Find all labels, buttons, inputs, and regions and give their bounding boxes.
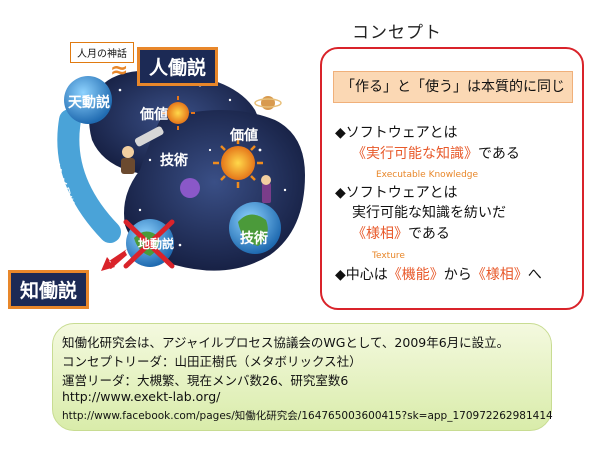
bullet-2-line3: 《様相》である — [352, 225, 450, 243]
bullet-2-suffix: である — [408, 226, 450, 242]
cosmos-illustration: 人月の神話 ≈ 人働説 知働説 天動説 価値 価値 技術 技術 地動説 コペルニ… — [0, 0, 330, 315]
facebook-link[interactable]: http://www.facebook.com/pages/知働化研究会/164… — [62, 410, 553, 422]
mythical-man-month-label: 人月の神話 — [70, 42, 134, 63]
human-work-theory-label: 人働説 — [137, 47, 219, 86]
website-link[interactable]: http://www.exekt-lab.org/ — [62, 389, 221, 404]
tech-label-1: 技術 — [160, 153, 188, 169]
function-term: 《機能》 — [387, 267, 444, 283]
copernicus-arc — [57, 109, 121, 243]
value-label-2: 価値 — [230, 128, 258, 144]
bullet-3-suffix: へ — [527, 267, 542, 283]
bullet-3-prefix: ◆中心は — [335, 267, 388, 283]
cosmos-graphic — [57, 70, 305, 271]
red-cross — [123, 219, 175, 269]
info-box — [52, 323, 552, 431]
big-sun — [213, 138, 263, 188]
executable-knowledge-en: Executable Knowledge — [376, 170, 479, 180]
purple-planet — [180, 178, 200, 198]
telescope-figure — [121, 126, 164, 174]
knowledge-work-theory-label: 知働説 — [8, 270, 90, 309]
concept-title: コンセプト — [352, 23, 442, 43]
value-label-1: 価値 — [140, 107, 168, 123]
info-concept-leader: コンセプトリーダ：山田正樹氏（メタボリックス社） — [62, 354, 362, 369]
executable-knowledge-term: 《実行可能な知識》 — [352, 146, 478, 162]
bullet-2-line2: 実行可能な知識を紡いだ — [352, 205, 506, 221]
heliocentric-label: 地動説 — [138, 237, 175, 251]
bullet-1-line1: ◆ソフトウェアとは — [335, 125, 458, 141]
geocentric-label: 天動説 — [68, 95, 110, 111]
new-earth — [229, 202, 281, 254]
bullet-1-suffix: である — [478, 146, 520, 162]
small-sun — [161, 96, 195, 130]
concept-headline: 「作る」と「使う」は本質的に同じ — [333, 71, 573, 103]
bullet-2-line1: ◆ソフトウェアとは — [335, 185, 458, 201]
bullet-1-line2: 《実行可能な知識》である — [352, 145, 520, 163]
approx-symbol: ≈ — [110, 58, 129, 83]
red-arrow-icon — [101, 249, 127, 271]
texture-term-2: 《様相》 — [471, 267, 528, 283]
texture-en: Texture — [372, 251, 405, 261]
info-founding: 知働化研究会は、アジャイルプロセス協議会のWGとして、2009年6月に設立。 — [62, 335, 510, 350]
geo-globe — [64, 76, 112, 124]
stars — [118, 83, 287, 247]
texture-term: 《様相》 — [352, 226, 408, 242]
bullet-3: ◆中心は《機能》から《様相》へ — [335, 266, 542, 284]
info-operation-leader: 運営リーダ：大槻繁、現在メンバ数26、研究室数6 — [62, 373, 349, 388]
bullet-3-mid: から — [443, 267, 472, 283]
tech-label-2: 技術 — [240, 231, 268, 247]
saturn — [254, 96, 282, 110]
astronomer-figure — [261, 175, 271, 203]
